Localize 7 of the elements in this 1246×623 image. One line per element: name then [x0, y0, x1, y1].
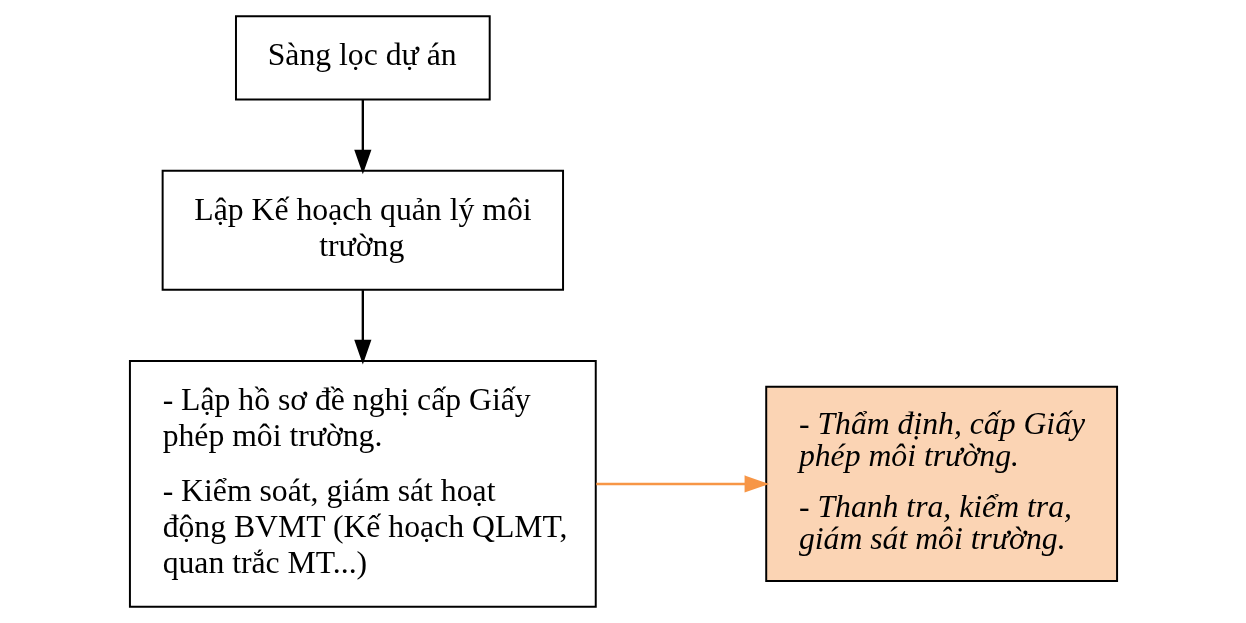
node-box: Sàng lọc dự án — [234, 15, 491, 101]
arrow — [353, 290, 371, 365]
node-box: Lập Kế hoạch quản lý môi trường — [161, 169, 564, 291]
node-box: - Lập hồ sơ đề nghị cấp Giấy phép môi trường. - Kiểm soát, giám sát hoạt động BVMT (Kế hoạch QLMT, quan trắc MT...) — [128, 360, 597, 608]
arrow — [595, 475, 769, 493]
node-box: - Thẩm định, cấp Giấy phép môi trường. - Thanh tra, kiểm tra, giám sát môi trường. — [764, 385, 1118, 583]
arrow — [353, 99, 371, 175]
